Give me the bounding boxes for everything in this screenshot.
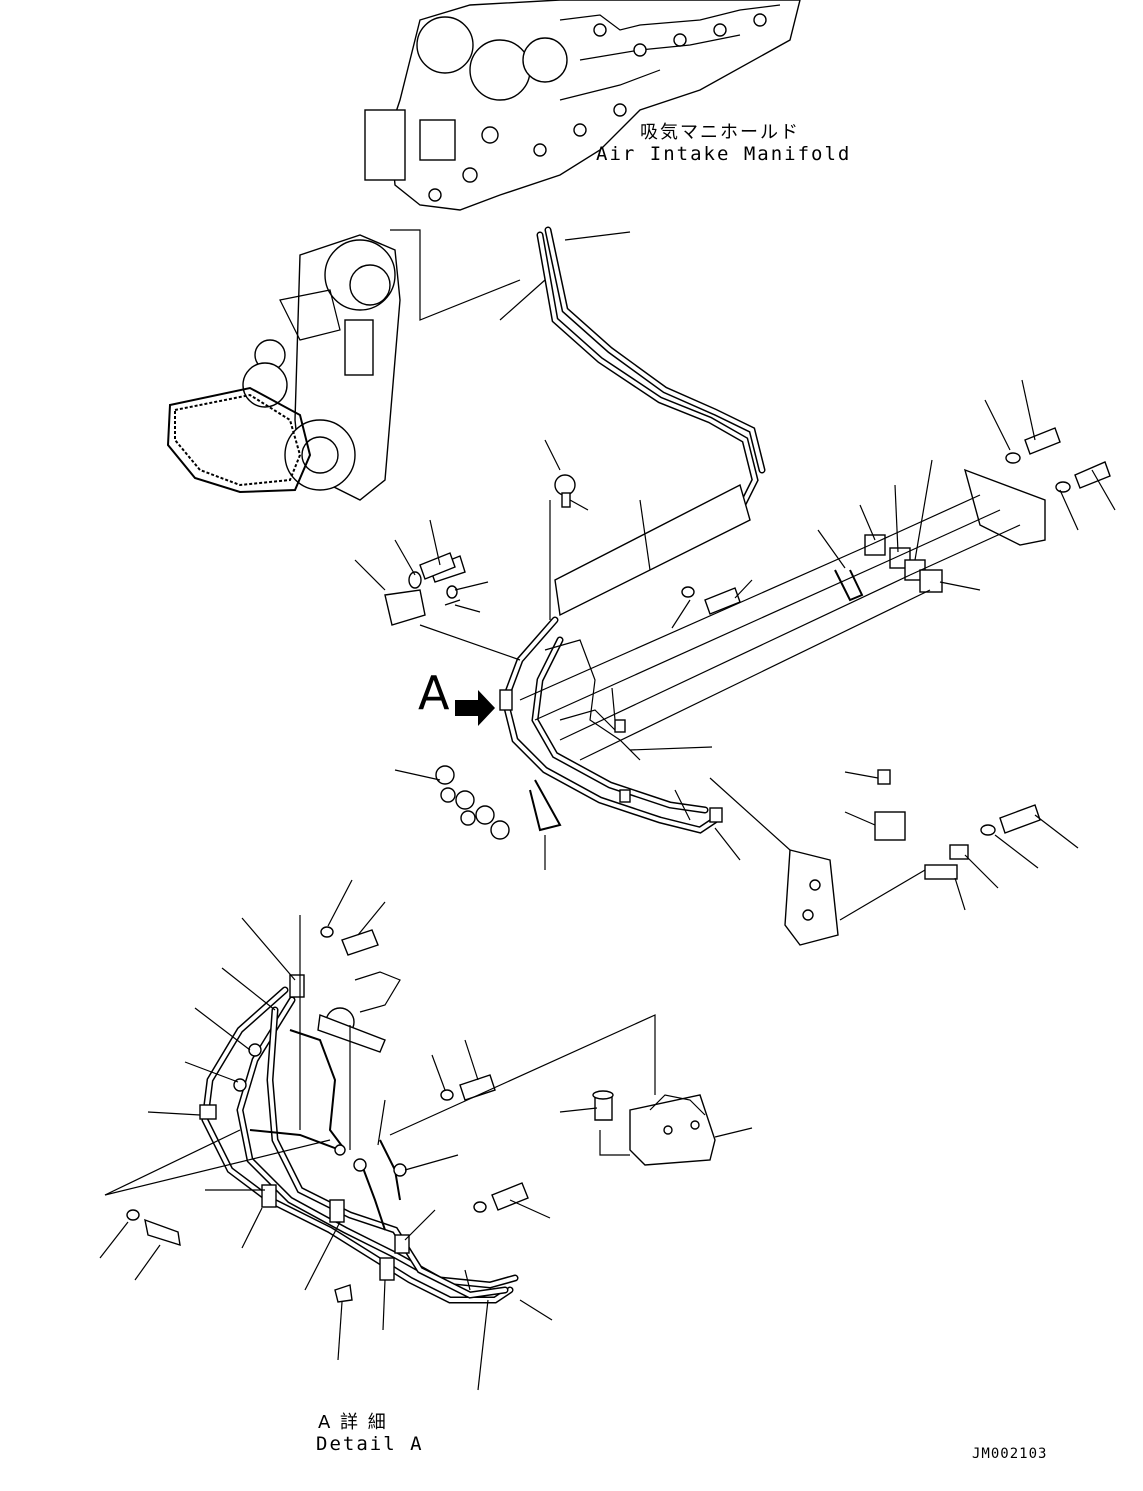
leader-lines-upper [354,231,1116,911]
mounting-plate-right [709,769,1041,946]
view-marker-a: A [418,666,450,720]
connector-group [435,474,576,840]
manifold-label-en: Air Intake Manifold [596,143,852,165]
detail-label-en: Detail A [316,1433,424,1455]
right-arrow-icon [455,690,495,726]
belt-drive-illustration [166,229,521,501]
main-wiring-harness [499,226,766,834]
detail-label-jp: A 詳 細 [318,1412,388,1433]
relay-block-right [419,427,1111,761]
detail-a-harness [199,974,519,1304]
drawing-code: JM002103 [972,1446,1048,1462]
intake-manifold-illustration [364,0,801,211]
detail-a-parts [104,915,716,1303]
leader-lines-detail [99,879,753,1391]
manifold-label-jp: 吸気マニホールド [640,122,800,143]
